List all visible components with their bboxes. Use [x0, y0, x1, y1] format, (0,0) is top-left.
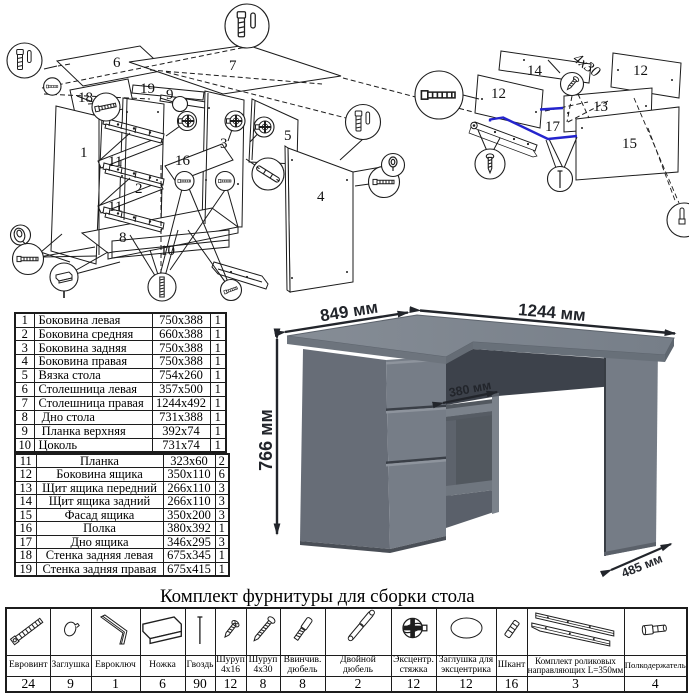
svg-text:1: 1	[80, 145, 88, 161]
svg-text:16: 16	[175, 153, 191, 169]
svg-text:5: 5	[284, 128, 292, 144]
svg-text:11: 11	[108, 154, 122, 170]
svg-text:17: 17	[545, 119, 561, 135]
svg-text:15: 15	[622, 136, 637, 152]
svg-text:8: 8	[119, 230, 127, 246]
svg-text:10: 10	[160, 243, 175, 259]
svg-text:12: 12	[633, 63, 648, 79]
svg-text:3: 3	[220, 136, 228, 152]
svg-text:12: 12	[491, 86, 506, 102]
svg-text:7: 7	[229, 58, 237, 74]
svg-text:13: 13	[593, 99, 608, 115]
svg-text:19: 19	[140, 81, 155, 97]
svg-text:2: 2	[135, 181, 143, 197]
svg-text:18: 18	[78, 90, 93, 106]
svg-text:4: 4	[317, 189, 325, 205]
svg-text:11: 11	[108, 199, 122, 215]
svg-text:6: 6	[113, 55, 121, 71]
svg-text:14: 14	[527, 63, 543, 79]
svg-text:766 мм: 766 мм	[256, 409, 276, 471]
svg-text:9: 9	[166, 87, 174, 103]
